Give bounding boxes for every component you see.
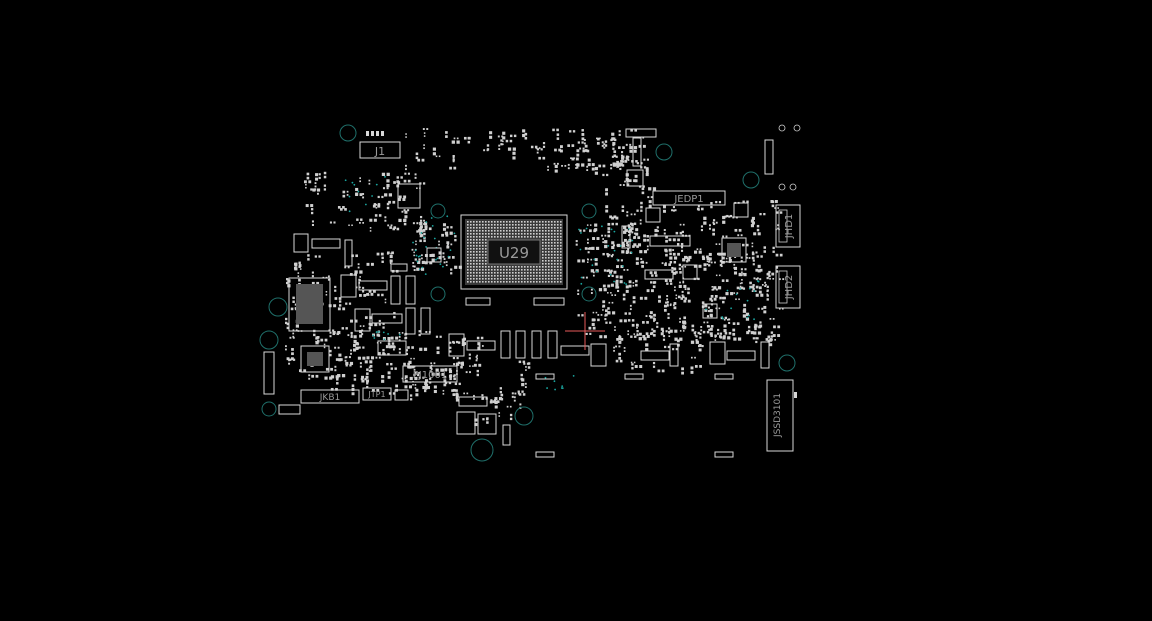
left-large-chip[interactable] <box>288 277 331 332</box>
via-dots <box>344 175 760 391</box>
crosshair-cursor <box>565 312 605 350</box>
hdmi-connector-jhd2[interactable]: JHD2 <box>775 265 801 309</box>
square-parts <box>293 169 749 435</box>
ssd-connector-jssd3101[interactable]: JSSD3101 <box>766 379 797 452</box>
edp-label: JEDP1 <box>673 194 703 205</box>
bottom-left-small-connector[interactable] <box>278 404 301 415</box>
small-components <box>285 128 785 427</box>
keyboard-label: JKB1 <box>319 393 340 403</box>
power-jack-label: PJ1001 <box>413 370 447 381</box>
hdmi2-label: JHD2 <box>784 275 795 301</box>
left-small-chip[interactable] <box>300 345 330 373</box>
touchpad-connector-jtp1[interactable]: JTP1 <box>362 387 409 401</box>
connector-j1[interactable]: J1 <box>359 131 401 159</box>
right-chip[interactable] <box>721 237 747 263</box>
power-jack-pj1001[interactable]: PJ1001 <box>402 365 458 383</box>
edp-connector-jedp1[interactable]: JEDP1 <box>652 190 726 206</box>
cpu-label: U29 <box>499 244 529 262</box>
vertical-components <box>344 137 642 359</box>
j1-label: J1 <box>374 145 385 158</box>
hdmi1-label: JHD1 <box>784 214 795 240</box>
left-edge-connector[interactable] <box>263 351 275 395</box>
cpu-u29[interactable]: U29 <box>460 214 568 290</box>
keyboard-connector-jkb1[interactable]: JKB1 <box>300 389 360 404</box>
hdmi-connector-jhd1[interactable]: JHD1 <box>775 204 801 248</box>
inductors <box>311 235 756 407</box>
ssd-label: JSSD3101 <box>773 393 783 438</box>
jtp-label: JTP1 <box>367 390 385 399</box>
mounting-holes <box>259 124 801 462</box>
pin-headers <box>390 128 774 458</box>
